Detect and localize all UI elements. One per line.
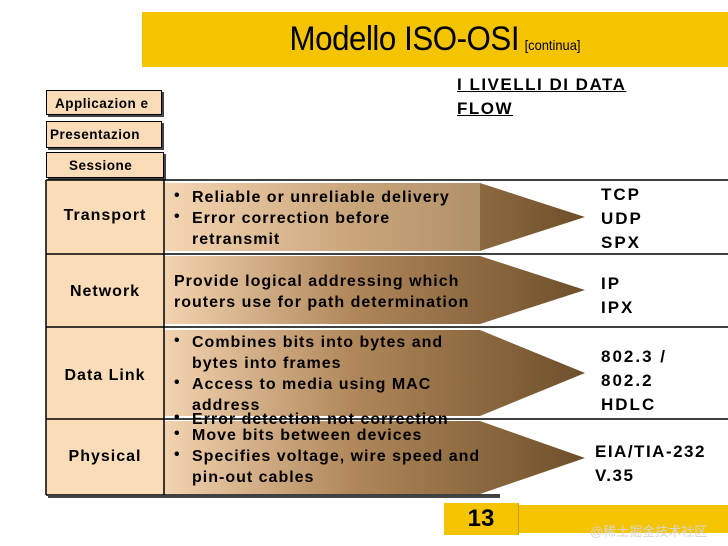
list-item: Move bits between devices (174, 423, 480, 446)
list-item: Error detection not correction (174, 407, 449, 430)
list-item: Combines bits into bytes and (174, 330, 449, 353)
label-column (46, 180, 164, 495)
title-bar: Modello ISO-OSI[continua] (142, 12, 728, 67)
layer-presentation: Presentazion (46, 121, 162, 148)
layer-session: Sessione (46, 152, 164, 178)
footer-bar (517, 505, 728, 533)
protocol-udp: UDP (601, 209, 643, 228)
protocol-8023: 802.3 / (601, 347, 667, 366)
layer-network-label: Network (69, 283, 141, 300)
layer-session-label: Sessione (69, 158, 133, 173)
text-line: Provide logical addressing which (174, 273, 460, 290)
text-line: routers use for path determination (174, 294, 470, 311)
datalink-protocols: 802.3 / 802.2 HDLC (601, 345, 667, 417)
list-item-continuation: bytes into frames (192, 355, 342, 372)
protocol-v35: V.35 (595, 466, 635, 485)
slide-title: Modello ISO-OSI[continua] (165, 20, 704, 59)
page-number: 13 (467, 505, 495, 532)
transport-description: Reliable or unreliable delivery Error co… (174, 185, 450, 250)
protocol-ip: IP (601, 274, 622, 293)
watermark: @稀土掘金技术社区 (590, 524, 708, 539)
slide-title-sub: [continua] (524, 37, 581, 53)
list-item-continuation: pin-out cables (192, 469, 315, 486)
section-heading: I LIVELLI DI DATA FLOW (457, 73, 626, 121)
section-heading-line1: I LIVELLI DI DATA (457, 75, 627, 94)
protocol-spx: SPX (601, 233, 642, 252)
section-heading-line2: FLOW (457, 99, 514, 118)
protocol-tcp: TCP (601, 185, 641, 204)
layer-physical-label: Physical (68, 448, 142, 465)
transport-protocols: TCP UDP SPX (601, 183, 643, 255)
network-protocols: IP IPX (601, 272, 634, 320)
protocol-hdlc: HDLC (601, 395, 657, 414)
layer-presentation-label: Presentazion (50, 127, 141, 142)
physical-protocols: EIA/TIA-232 V.35 (595, 440, 706, 488)
layer-application-label: Applicazion e (55, 96, 149, 111)
protocol-eia-tia-232: EIA/TIA-232 (595, 442, 706, 461)
slide-title-main: Modello ISO-OSI (289, 20, 520, 58)
datalink-description: Combines bits into bytes and bytes into … (174, 330, 449, 430)
layer-datalink-label: Data Link (64, 367, 146, 384)
list-item: Specifies voltage, wire speed and (174, 444, 480, 467)
list-item-continuation: retransmit (192, 231, 281, 248)
list-item: Reliable or unreliable delivery (174, 185, 450, 208)
page-number-box (444, 503, 519, 535)
layer-application: Applicazion e (46, 90, 162, 115)
arrow-network (164, 256, 585, 324)
list-item: Error correction before (174, 206, 450, 229)
physical-description: Move bits between devices Specifies volt… (174, 423, 480, 488)
network-description: Provide logical addressing which routers… (174, 271, 469, 313)
layer-transport-label: Transport (63, 207, 147, 224)
list-item: Access to media using MAC (174, 372, 449, 395)
protocol-8022: 802.2 (601, 371, 654, 390)
protocol-ipx: IPX (601, 298, 635, 317)
